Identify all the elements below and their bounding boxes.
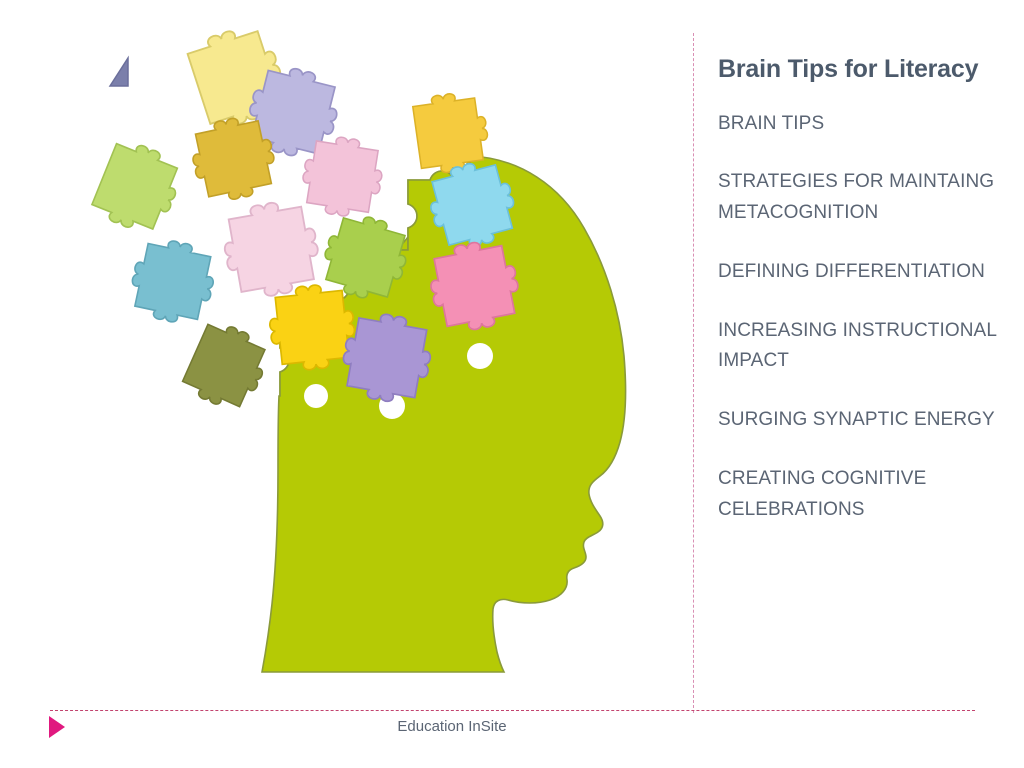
brain-puzzle-illustration [88, 18, 627, 673]
list-item-increasing: INCREASING INSTRUCTIONAL IMPACT [718, 319, 997, 372]
list-item-strategies: STRATEGIES FOR MAINTAING METACOGNITION [718, 171, 995, 224]
piece-olive [178, 316, 276, 418]
content-column: Brain Tips for Literacy BRAIN TIPS STRAT… [718, 52, 1010, 525]
piece-purple-shard [108, 55, 129, 87]
list-item-brain-tips: BRAIN TIPS [718, 112, 825, 134]
piece-pale-rose [217, 195, 326, 304]
list-item-defining: DEFINING DIFFERENTIATION [718, 260, 985, 282]
footer-label: Education InSite [397, 718, 507, 735]
piece-teal [124, 233, 221, 330]
play-triangle-icon [49, 716, 65, 738]
footer-dashed-divider [50, 710, 975, 711]
page-title: Brain Tips for Literacy [718, 55, 979, 83]
jigsaw-piece-group [88, 18, 526, 418]
topics-list: BRAIN TIPS STRATEGIES FOR MAINTAING META… [718, 109, 1010, 526]
piece-lime [88, 135, 189, 241]
vertical-dashed-divider [693, 33, 694, 713]
list-item-surging: SURGING SYNAPTIC ENERGY [718, 409, 995, 431]
footer: Education InSite [0, 718, 1024, 735]
list-item-creating: CREATING COGNITIVE CELEBRATIONS [718, 467, 927, 520]
